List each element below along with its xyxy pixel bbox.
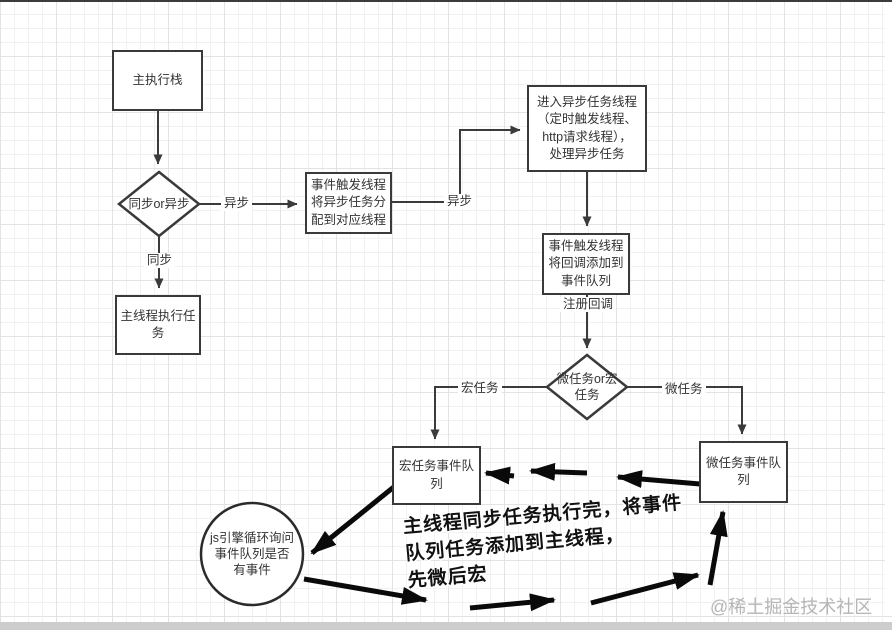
- decision-micro-or-macro-shape: [544, 353, 630, 421]
- edge-decision2-to-macroqueue: [430, 386, 547, 440]
- edge-label-async-branch: 异步: [221, 196, 253, 211]
- hand-arrow-circle-to-mainthread-1: [303, 576, 428, 605]
- edge-dispatch-to-asyncthread: [392, 125, 521, 203]
- js-engine-loop-circle-label: js引擎循环询问 事件队列是否 有事件: [209, 530, 295, 578]
- js-engine-loop-circle-shape: [199, 501, 305, 607]
- decision-micro-or-macro-label: 微任务or宏 任务: [556, 371, 618, 402]
- node-main-execution-stack: 主执行栈: [112, 50, 203, 111]
- community-watermark: @稀土掘金技术社区: [710, 597, 873, 617]
- hand-arrow-up-to-micro-1: [590, 572, 700, 606]
- bottom-scrollbar-bar: [0, 622, 892, 630]
- hand-arrow-up-to-micro-2: [707, 510, 728, 586]
- node-macro-task-queue: 宏任务事件队 列: [392, 446, 481, 505]
- edge-label-micro-branch: 微任务: [662, 382, 706, 397]
- edge-label-async-to-thread: 异步: [444, 194, 476, 209]
- decision-sync-or-async-label: 同步or异步: [128, 196, 190, 211]
- right-margin-strip: [885, 2, 892, 614]
- node-event-trigger-callback: 事件触发线程 将回调添加到 事件队列: [542, 233, 630, 295]
- node-main-thread-exec: 主线程执行任 务: [115, 295, 201, 355]
- hand-arrow-micro-to-macro-1: [616, 470, 701, 489]
- edge-label-register-callback: 注册回调: [560, 297, 617, 312]
- hand-arrow-circle-to-mainthread-2: [469, 593, 556, 612]
- decision-sync-or-async-shape: [116, 170, 202, 238]
- edge-label-sync-branch: 同步: [144, 253, 176, 268]
- node-micro-task-queue: 微任务事件队 列: [699, 441, 788, 503]
- hand-arrow-micro-to-macro-3: [484, 466, 515, 485]
- edge-label-macro-branch: 宏任务: [458, 381, 502, 396]
- hand-arrow-macroqueue-to-circle: [310, 480, 402, 555]
- top-border: [0, 0, 892, 2]
- node-async-task-thread: 进入异步任务线程 （定时触发线程、 http请求线程）， 处理异步任务: [527, 85, 647, 172]
- hand-arrow-micro-to-macro-2: [529, 462, 588, 481]
- node-event-trigger-dispatch: 事件触发线程 将异步任务分 配到对应线程: [305, 172, 392, 234]
